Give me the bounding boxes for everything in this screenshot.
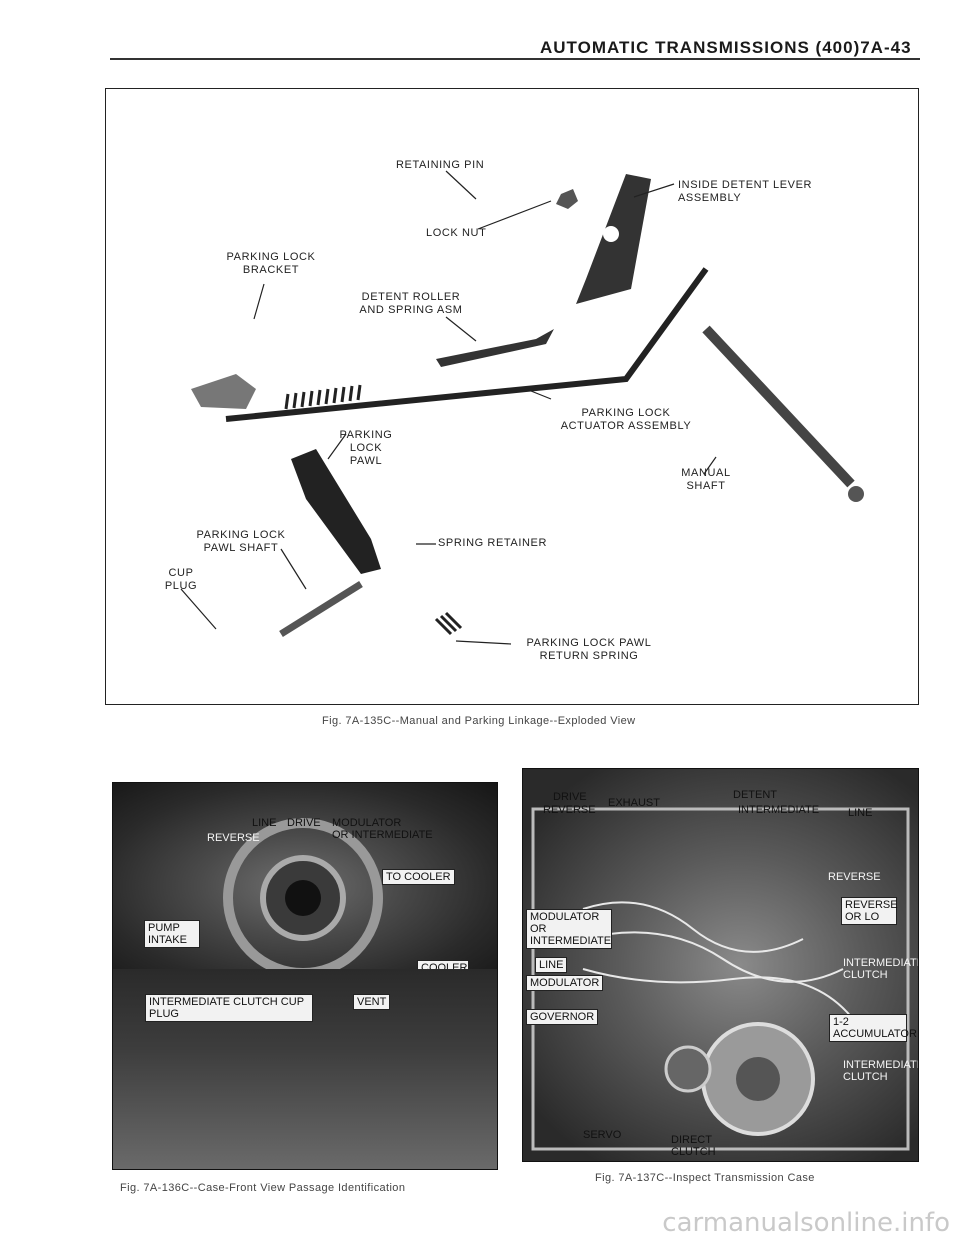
- label-cup-plug: CUP PLUG: [164, 567, 198, 592]
- figure-exploded-view: RETAINING PIN INSIDE DETENT LEVER ASSEMB…: [105, 88, 919, 705]
- label-inside-detent-lever: INSIDE DETENT LEVER ASSEMBLY: [678, 179, 813, 204]
- label-line-top: LINE: [848, 807, 873, 819]
- label-direct-clutch: DIRECT CLUTCH: [671, 1134, 716, 1158]
- tag-modulator: MODULATOR: [526, 975, 604, 991]
- label-parking-lock-actuator: PARKING LOCK ACTUATOR ASSEMBLY: [560, 407, 692, 432]
- tag-intermediate-clutch-cup-plug: INTERMEDIATE CLUTCH CUP PLUG: [145, 994, 313, 1022]
- caption-fig-136c: Fig. 7A-136C--Case-Front View Passage Id…: [120, 1182, 406, 1194]
- label-detent-roller: DETENT ROLLER AND SPRING ASM: [359, 291, 463, 316]
- label-servo: SERVO: [583, 1129, 622, 1141]
- label-or-intermediate: OR INTERMEDIATE: [332, 829, 433, 841]
- label-reverse: REVERSE: [207, 832, 260, 844]
- figure2-overlay: LINE DRIVE MODULATOR OR INTERMEDIATE REV…: [112, 782, 496, 969]
- header-rule: [110, 58, 920, 60]
- label-parking-lock-pawl: PARKING LOCK PAWL: [339, 429, 393, 467]
- tag-cooler-return: COOLER RETURN: [417, 960, 469, 969]
- watermark: carmanualsonline.info: [662, 1208, 950, 1238]
- label-reverse-right: REVERSE: [828, 871, 881, 883]
- caption-fig-137c: Fig. 7A-137C--Inspect Transmission Case: [595, 1172, 815, 1184]
- label-intermediate-clutch: INTERMEDIATE CLUTCH: [843, 957, 919, 981]
- caption-fig-135c: Fig. 7A-135C--Manual and Parking Linkage…: [322, 715, 636, 727]
- label-exhaust: EXHAUST: [608, 797, 660, 809]
- label-reverse-top: REVERSE: [543, 804, 596, 816]
- label-modulator: MODULATOR: [332, 817, 402, 829]
- tag-reverse-or-lo: REVERSE OR LO: [841, 897, 898, 925]
- label-lock-nut: LOCK NUT: [426, 227, 487, 239]
- tag-modulator-or-intermediate: MODULATOR OR INTERMEDIATE: [526, 909, 612, 949]
- page-header: AUTOMATIC TRANSMISSIONS (400)7A-43: [540, 38, 912, 57]
- label-detent: DETENT: [733, 789, 777, 801]
- tag-vent: VENT: [353, 994, 391, 1010]
- label-drive: DRIVE: [287, 817, 321, 829]
- tag-governor: GOVERNOR: [526, 1009, 599, 1025]
- label-intermediate: INTERMEDIATE: [738, 804, 820, 816]
- case-drawing: [223, 818, 383, 970]
- linkage-drawing: [180, 170, 864, 645]
- label-return-spring: PARKING LOCK PAWL RETURN SPRING: [526, 637, 652, 662]
- label-intermediate-clutch-2: INTERMEDIATE CLUTCH: [843, 1059, 919, 1083]
- label-pawl-shaft: PARKING LOCK PAWL SHAFT: [196, 529, 286, 554]
- tag-line: LINE: [535, 957, 568, 973]
- label-manual-shaft: MANUAL SHAFT: [681, 467, 731, 492]
- tag-accumulator: 1-2 ACCUMULATOR: [829, 1014, 917, 1042]
- photo-transmission-case: DRIVE REVERSE EXHAUST DETENT INTERMEDIAT…: [522, 768, 919, 1162]
- photo-case-lower: INTERMEDIATE CLUTCH CUP PLUG VENT: [112, 969, 498, 1170]
- tag-pump-intake: PUMP INTAKE: [144, 920, 200, 948]
- label-retaining-pin: RETAINING PIN: [396, 159, 485, 171]
- label-drive-top: DRIVE: [553, 791, 587, 803]
- tag-to-cooler: TO COOLER: [382, 869, 455, 885]
- label-line: LINE: [252, 817, 277, 829]
- label-spring-retainer: SPRING RETAINER: [438, 537, 548, 549]
- label-parking-lock-bracket: PARKING LOCK BRACKET: [226, 251, 316, 276]
